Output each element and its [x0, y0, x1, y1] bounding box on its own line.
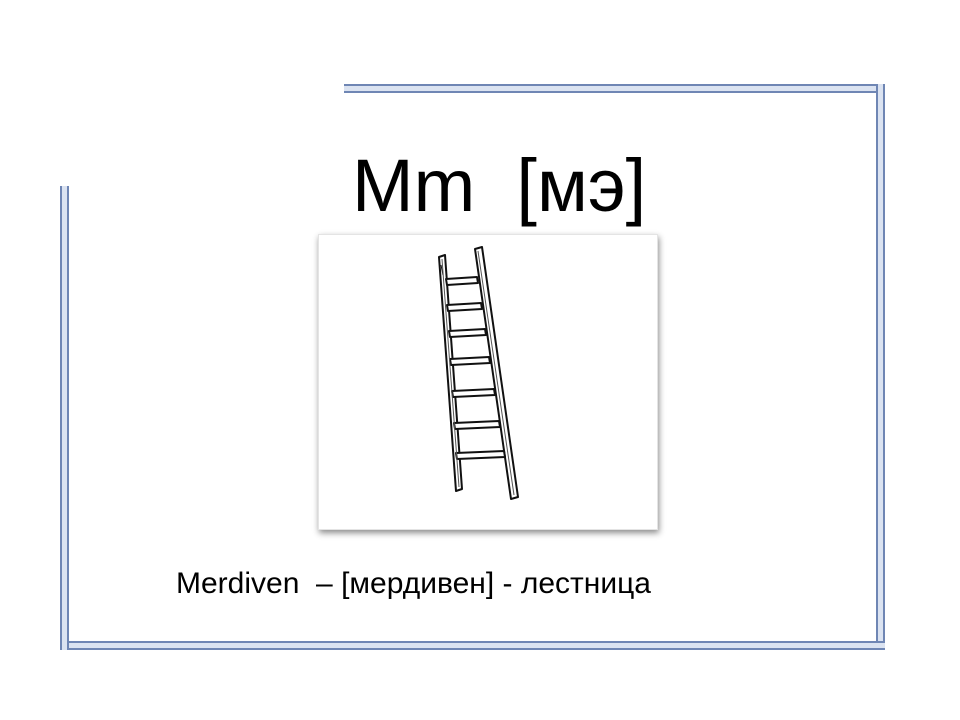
- frame-left-border: [60, 186, 69, 650]
- frame-bottom-border: [60, 641, 885, 650]
- frame-top-border: [344, 84, 884, 93]
- ladder-icon: [438, 246, 519, 500]
- word-caption: Merdiven – [мердивен] - лестница: [176, 567, 651, 600]
- slide-title: Mm [мэ]: [352, 144, 647, 227]
- frame-right-border: [876, 84, 885, 648]
- ladder-picture: [318, 234, 658, 530]
